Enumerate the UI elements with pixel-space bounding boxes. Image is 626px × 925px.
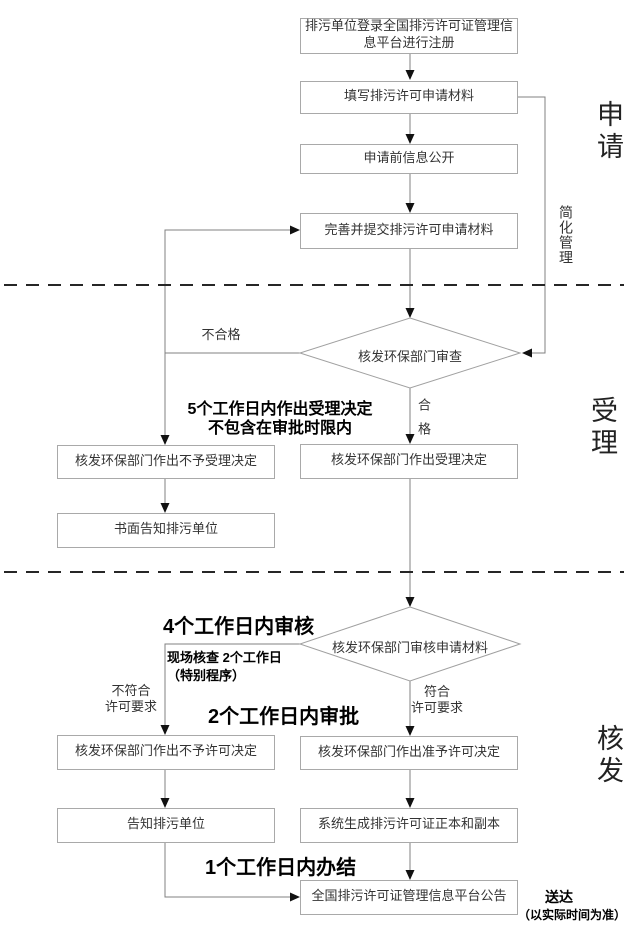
fail-feedback-line [164, 229, 291, 353]
phase-divider-accept-issue [4, 571, 624, 573]
flow-box-reject-acceptance: 核发环保部门作出不予受理决定 [57, 445, 275, 479]
edge-label-fail: 不合格 [201, 328, 241, 343]
edge-label-meet: 符合 许可要求 [400, 685, 474, 718]
diamond-review-acceptance [298, 317, 522, 389]
annotation-completion-days: 1个工作日内办结 [205, 857, 357, 879]
edge-label-not-meet-line2: 许可要求 [104, 700, 157, 716]
flow-box-fill-materials: 填写排污许可申请材料 [300, 81, 518, 114]
flow-box-pre-disclosure: 申请前信息公开 [300, 144, 518, 174]
arrowheads [160, 70, 532, 902]
flow-box-grant-permit: 核发环保部门作出准予许可决定 [300, 736, 518, 770]
stage-label-accept: 受理 [586, 396, 617, 460]
not-meet-branch-line [164, 643, 300, 726]
diamond-review-materials [298, 606, 522, 682]
flow-box-notify-unit: 告知排污单位 [57, 808, 275, 843]
stage-label-apply: 申请 [592, 100, 623, 164]
annotation-deliver: 送达 [545, 889, 573, 905]
edge-label-not-meet-line1: 不符合 [111, 684, 151, 699]
phase-divider-apply-accept [4, 284, 624, 286]
flow-box-deny-permit: 核发环保部门作出不予许可决定 [57, 735, 275, 770]
diamond-label-review-materials: 核发环保部门审核申请材料 [331, 641, 488, 656]
edge-label-simplified-management: 简化管理 [557, 205, 573, 265]
flow-box-platform-announce: 全国排污许可证管理信息平台公告 [300, 880, 518, 915]
flow-box-generate-permit: 系统生成排污许可证正本和副本 [300, 808, 518, 843]
annotation-special-procedure: （特别程序） [167, 668, 246, 683]
edge-label-meet-line1: 符合 [423, 685, 450, 700]
flow-box-accept-decision: 核发环保部门作出受理决定 [300, 444, 518, 479]
decision-diamonds [298, 317, 522, 682]
annotation-acceptance-days-line2: 不包含在审批时限内 [207, 420, 352, 437]
simplified-bypass-line [517, 96, 546, 354]
annotation-acceptance-days-line1: 5个工作日内作出受理决定 [187, 401, 373, 418]
edge-label-pass: 合格 [415, 398, 430, 446]
annotation-approval-days: 2个工作日内审批 [208, 706, 360, 728]
annotation-deliver-note: （以实际时间为准） [518, 908, 626, 922]
annotation-review-days: 4个工作日内审核 [163, 616, 315, 638]
annotation-site-check: 现场核查 2个工作日 [167, 650, 282, 665]
edge-label-meet-line2: 许可要求 [410, 701, 463, 717]
flow-box-submit-materials: 完善并提交排污许可申请材料 [300, 213, 518, 249]
flow-box-register: 排污单位登录全国排污许可证管理信息平台进行注册 [300, 18, 518, 54]
flow-box-written-notice: 书面告知排污单位 [57, 513, 275, 548]
notify-to-announce-line [164, 843, 291, 898]
diamond-label-review-acceptance: 核发环保部门审查 [357, 350, 462, 365]
edge-label-not-meet: 不符合 许可要求 [94, 684, 168, 717]
stage-label-issue: 核发 [592, 724, 623, 788]
flow-lines [164, 54, 546, 898]
